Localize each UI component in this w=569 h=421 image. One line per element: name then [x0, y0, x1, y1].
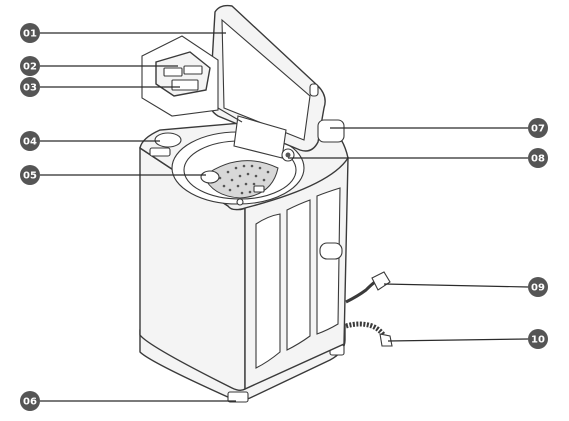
- side-panel-3: [316, 187, 341, 335]
- callout-08: 08: [528, 148, 548, 168]
- callout-03: 03: [20, 77, 40, 97]
- callout-09: 09: [528, 277, 548, 297]
- callout-07: 07: [528, 118, 548, 138]
- lid-lock-housing: [317, 119, 345, 143]
- lid-hinge: [309, 83, 319, 97]
- drain-hose: [345, 321, 389, 342]
- callout-04: 04: [20, 131, 40, 151]
- dispenser-slot-1: [163, 67, 183, 77]
- pulsator: [200, 170, 220, 184]
- callout-06-label: 06: [23, 397, 37, 408]
- side-handle: [319, 242, 343, 260]
- callout-10: 10: [528, 329, 548, 349]
- callout-02: 02: [20, 56, 40, 76]
- inset-connector: [217, 107, 243, 123]
- washing-machine: [139, 4, 393, 403]
- deck-button: [253, 185, 265, 193]
- deck-screw: [236, 198, 244, 206]
- callout-10-label: 10: [531, 335, 545, 346]
- control-panel: [149, 147, 171, 157]
- drain-connector: [379, 333, 393, 347]
- callout-07-label: 07: [531, 124, 545, 135]
- drum-holes: [218, 164, 270, 195]
- dispenser-lever: [171, 79, 199, 91]
- inlet-hose: [345, 278, 379, 304]
- side-panel-2: [286, 199, 311, 351]
- callout-02-label: 02: [23, 62, 37, 73]
- callout-04-label: 04: [23, 137, 37, 148]
- side-panel-1: [255, 213, 281, 369]
- control-knob: [154, 132, 182, 148]
- callout-05: 05: [20, 165, 40, 185]
- detergent-drawer: [233, 115, 287, 159]
- dispenser-slot-2: [183, 65, 203, 75]
- callout-05-label: 05: [23, 171, 37, 182]
- callout-09-label: 09: [531, 283, 545, 294]
- callout-03-label: 03: [23, 83, 37, 94]
- callout-08-label: 08: [531, 154, 545, 165]
- callout-01: 01: [20, 23, 40, 43]
- leader-10: [387, 338, 529, 342]
- callout-01-label: 01: [23, 29, 37, 40]
- callout-06: 06: [20, 391, 40, 411]
- leader-lines: [40, 32, 529, 402]
- front-foot: [227, 391, 249, 403]
- callout-badges: 01 02 03 04 05 06 07 08: [20, 23, 548, 411]
- filter-cap-center: [285, 152, 291, 158]
- lid-glass: [221, 18, 311, 141]
- inlet-connector: [371, 271, 391, 291]
- leader-09: [383, 283, 529, 288]
